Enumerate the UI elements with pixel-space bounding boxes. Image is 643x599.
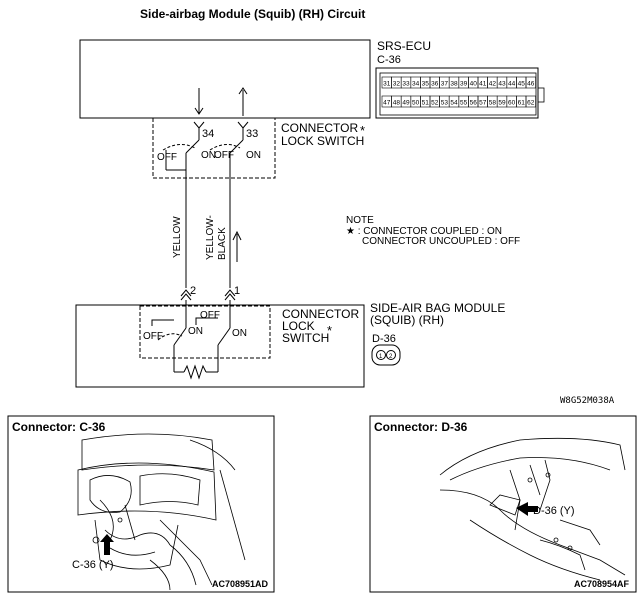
ecu-pin-number: 53 xyxy=(441,100,449,107)
wire-label-yellow-black-2: BLACK xyxy=(217,227,228,260)
ecu-pin-number: 47 xyxy=(383,100,391,107)
panel-right-title: Connector: D-36 xyxy=(374,420,468,434)
module-label-2: (SQUIB) (RH) xyxy=(370,313,444,327)
wire-label-yellow: YELLOW xyxy=(172,216,183,258)
ecu-pin-number: 41 xyxy=(479,81,487,88)
ecu-pin-cell xyxy=(525,76,536,89)
pin-2: 2 xyxy=(190,285,196,297)
ecu-pin-number: 57 xyxy=(479,100,487,107)
module-pin-1: 1 xyxy=(379,354,383,360)
upper-lock-label-1: CONNECTOR xyxy=(281,121,358,135)
lower-lock-label-2: LOCK xyxy=(282,319,315,333)
ecu-connector-id: C-36 xyxy=(377,54,401,66)
ecu-name: SRS-ECU xyxy=(377,39,431,53)
ecu-pin-number: 62 xyxy=(527,100,535,107)
ecu-pin-number: 54 xyxy=(450,100,458,107)
wire-label-yellow-black-1: YELLOW- xyxy=(205,215,216,260)
ecu-pin-number: 49 xyxy=(402,100,410,107)
ecu-pin-number: 32 xyxy=(393,81,401,88)
upper-on-right: ON xyxy=(246,150,261,161)
ecu-wire-arrows xyxy=(194,87,248,116)
ecu-pin-number: 51 xyxy=(422,100,430,107)
lower-on-left: ON xyxy=(188,326,203,337)
ecu-pin-number: 61 xyxy=(518,100,526,107)
pin-1: 1 xyxy=(234,285,240,297)
lower-lock-switch-box xyxy=(139,305,271,359)
seat-illustration xyxy=(439,437,626,581)
module-label-1: SIDE-AIR BAG MODULE xyxy=(370,301,505,315)
upper-lock-label-2: LOCK SWITCH xyxy=(281,134,364,148)
diagram-code: W8G52M038A xyxy=(560,396,615,406)
ecu-pin-number: 35 xyxy=(422,81,430,88)
upper-switch-contacts xyxy=(162,139,244,178)
ecu-pin-number: 38 xyxy=(450,81,458,88)
note-line-2: CONNECTOR UNCOUPLED : OFF xyxy=(362,236,520,247)
ecu-pin-number: 50 xyxy=(412,100,420,107)
panel-left-callout: C-36 (Y) xyxy=(72,559,114,571)
module-connector-face xyxy=(371,344,401,366)
lower-connector-pins xyxy=(180,289,236,301)
note-line-1: ★ : CONNECTOR COUPLED : ON xyxy=(346,226,502,237)
dashboard-illustration xyxy=(77,433,246,591)
srs-ecu-box xyxy=(79,39,371,119)
pin-33: 33 xyxy=(246,128,258,140)
lower-off-left: OFF xyxy=(143,331,163,342)
ecu-pin-number: 39 xyxy=(460,81,468,88)
ecu-pin-number: 59 xyxy=(498,100,506,107)
ecu-pin-number: 55 xyxy=(460,100,468,107)
note-heading: NOTE xyxy=(346,215,374,226)
lower-on-right: ON xyxy=(232,328,247,339)
upper-lock-asterisk: * xyxy=(360,123,365,138)
panel-right-callout: D-36 (Y) xyxy=(533,505,575,517)
panel-right-code: AC708954AF xyxy=(574,579,630,589)
upper-lock-switch-box xyxy=(152,117,276,179)
lower-lock-label-1: CONNECTOR xyxy=(282,307,359,321)
upper-connector-pins xyxy=(193,121,249,140)
ecu-pin-number: 58 xyxy=(489,100,497,107)
ecu-pin-number: 40 xyxy=(470,81,478,88)
ecu-pin-number: 36 xyxy=(431,81,439,88)
ecu-pin-number: 31 xyxy=(383,81,391,88)
lower-lock-asterisk: * xyxy=(327,323,332,338)
upper-on-left: ON xyxy=(201,150,216,161)
ecu-pin-number: 45 xyxy=(518,81,526,88)
ecu-pin-number: 48 xyxy=(393,100,401,107)
ecu-pin-cell xyxy=(525,95,536,108)
diagram-title: Side-airbag Module (Squib) (RH) Circuit xyxy=(140,7,365,21)
panel-connector-d36 xyxy=(369,415,637,593)
pin-34: 34 xyxy=(202,128,214,140)
ecu-pin-number: 44 xyxy=(508,81,516,88)
ecu-pin-number: 52 xyxy=(431,100,439,107)
panel-connector-c36 xyxy=(7,415,275,593)
panel-left-title: Connector: C-36 xyxy=(12,420,106,434)
ecu-pin-number: 46 xyxy=(527,81,535,88)
ecu-pin-number: 43 xyxy=(498,81,506,88)
panel-left-code: AC708951AD xyxy=(212,579,269,589)
arrow-d36 xyxy=(516,502,538,516)
ecu-pin-number: 37 xyxy=(441,81,449,88)
module-connector-id: D-36 xyxy=(372,333,396,345)
upper-off-left: OFF xyxy=(157,152,177,163)
upper-off-right: OFF xyxy=(214,150,234,161)
ecu-pin-number: 60 xyxy=(508,100,516,107)
ecu-pin-number: 33 xyxy=(402,81,410,88)
ecu-pin-number: 42 xyxy=(489,81,497,88)
arrow-c36 xyxy=(100,534,114,555)
lower-lock-label-3: SWITCH xyxy=(282,331,329,345)
ecu-pin-number: 56 xyxy=(470,100,478,107)
lower-off-right: OFF xyxy=(200,310,220,321)
module-pin-2: 2 xyxy=(389,354,393,360)
lower-switch-contacts xyxy=(151,300,231,380)
harness-wires xyxy=(185,178,242,288)
ecu-pin-number: 34 xyxy=(412,81,420,88)
airbag-module-box xyxy=(75,304,365,388)
